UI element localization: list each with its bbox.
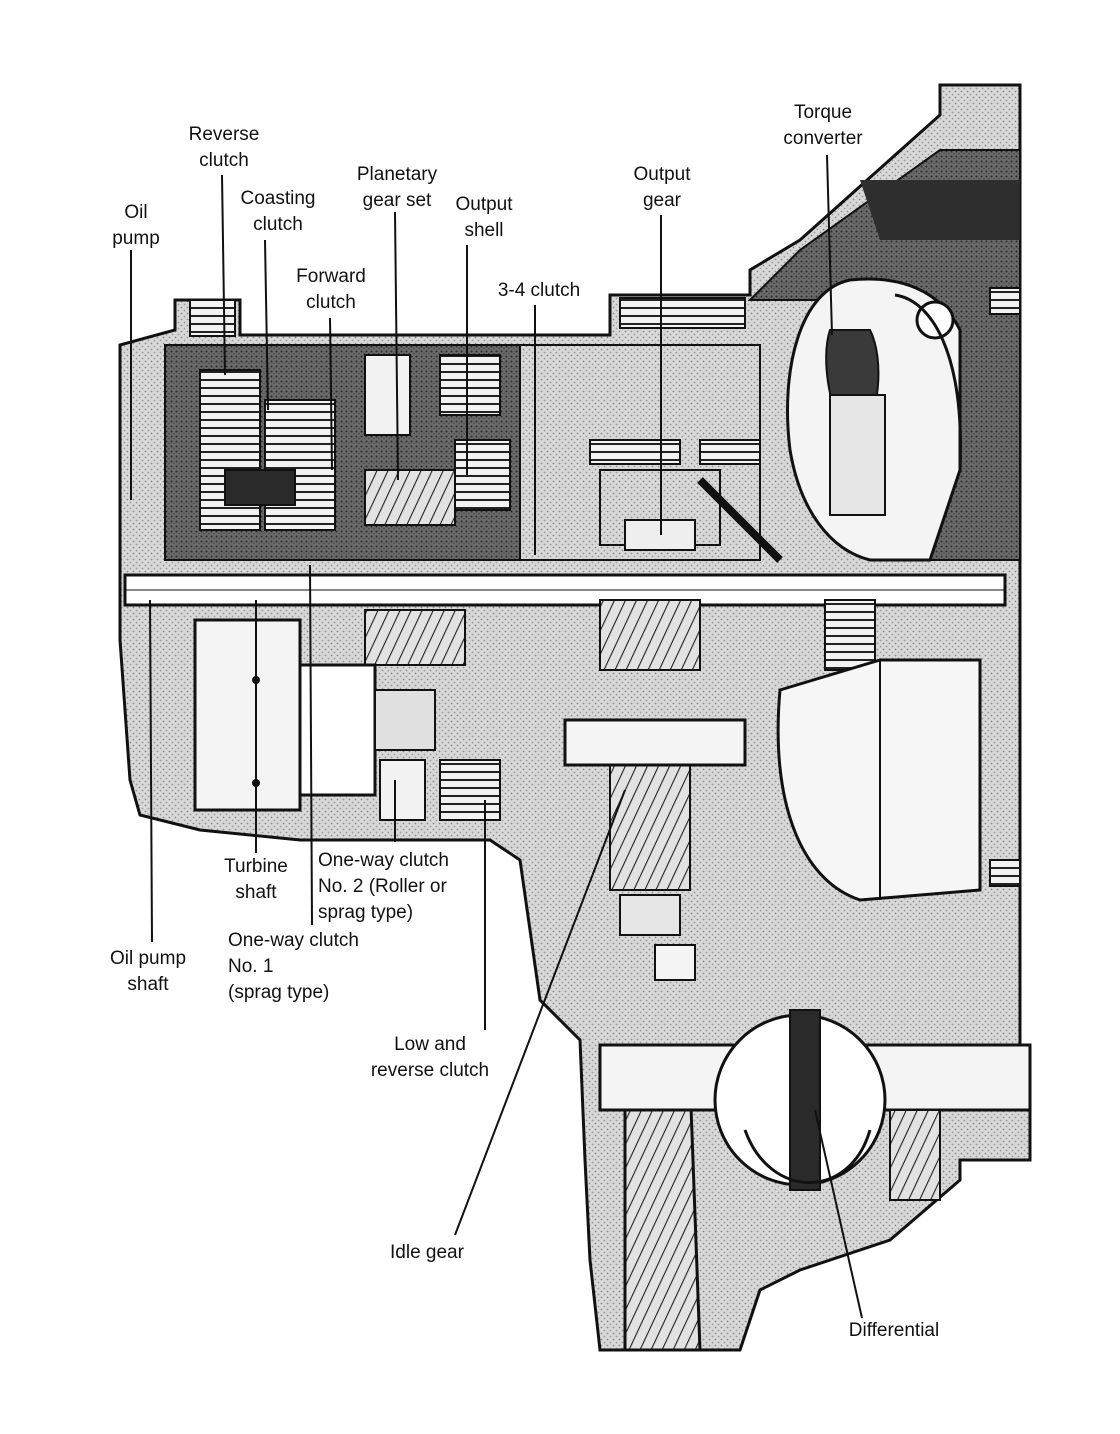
lower-gears [364, 599, 876, 891]
label-planetary-gear-set: Planetary gear set [356, 164, 438, 211]
label-forward-clutch: Forward clutch [296, 266, 366, 313]
label-reverse-clutch: Reverse clutch [188, 124, 260, 171]
label-oil-pump-shaft: Oil pump shaft [109, 948, 187, 995]
label-oil-pump: Oil pump [112, 202, 160, 249]
label-one-way-clutch-no-2: One-way clutch No. 2 (Roller or sprag ty… [318, 850, 449, 923]
label-turbine-shaft: Turbine shaft [224, 856, 288, 903]
label-coasting-clutch: Coasting clutch [240, 188, 316, 235]
label-output-shell: Output shell [455, 194, 513, 241]
label-3-4-clutch: 3-4 clutch [497, 280, 581, 301]
clutch-packs [199, 354, 511, 531]
label-output-gear: Output gear [633, 164, 691, 211]
label-torque-converter: Torque converter [783, 102, 863, 149]
torque-converter-shape [786, 277, 962, 562]
turbine-block [193, 618, 501, 821]
label-differential: Differential [848, 1320, 940, 1341]
main-shaft [123, 573, 1007, 607]
differential-assembly [598, 1009, 1032, 1201]
label-low-and-reverse-clutch: Low and reverse clutch [370, 1034, 490, 1081]
housing-bolts [189, 287, 1021, 887]
leader-lines [130, 154, 863, 1319]
right-lower-case [776, 658, 982, 902]
label-idle-gear: Idle gear [390, 1242, 464, 1263]
idle-gear-assembly [563, 718, 747, 1352]
label-one-way-clutch-no-1: One-way clutch No. 1 (sprag type) [228, 930, 359, 1003]
